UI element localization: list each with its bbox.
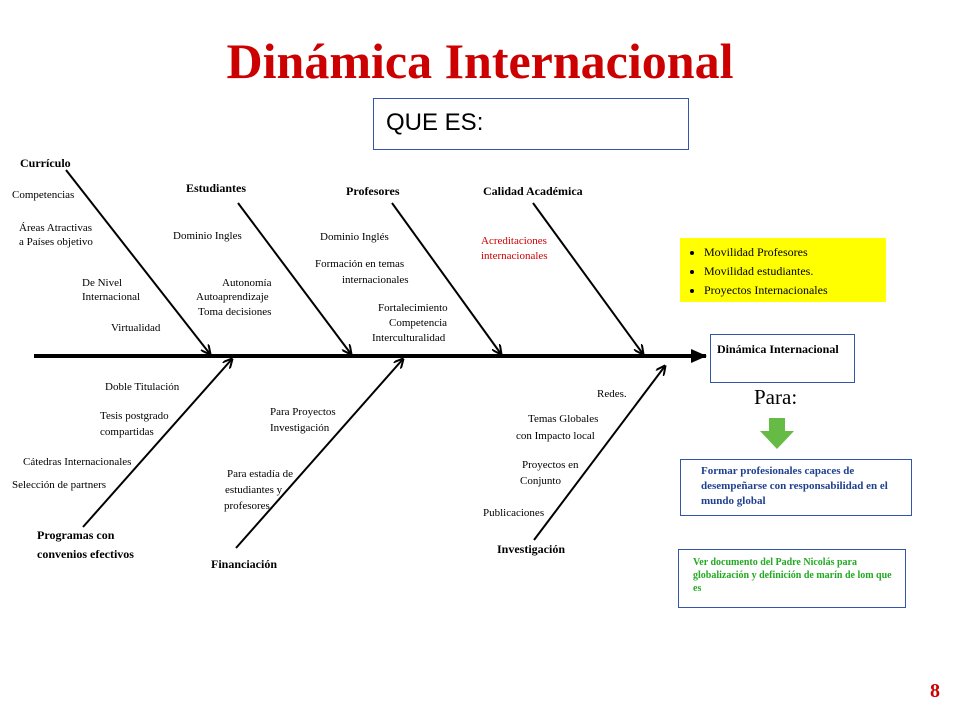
item-fortalecimiento: Fortalecimiento	[378, 302, 448, 314]
item-competencias: Competencias	[12, 189, 75, 201]
para-label: Para:	[754, 385, 798, 409]
item-temas-1: Temas Globales	[528, 413, 599, 425]
item-proyectos-conjunto-1: Proyectos en	[522, 459, 579, 471]
bone-investigacion	[533, 366, 665, 541]
ver-documento-box: Ver documento del Padre Nicolás para glo…	[678, 549, 906, 608]
item-formacion-2: internacionales	[342, 274, 409, 286]
category-curriculo: Currículo	[20, 156, 71, 170]
movilidad-item: Proyectos Internacionales	[704, 281, 882, 300]
item-tesis-1: Tesis postgrado	[100, 410, 169, 422]
bone-profesores	[391, 202, 501, 354]
item-nivel-1: De Nivel	[82, 277, 123, 289]
item-nivel-2: Internacional	[82, 291, 141, 303]
bone-financiacion	[235, 359, 403, 549]
item-formacion-1: Formación en temas	[315, 258, 405, 270]
category-programas-2: convenios efectivos	[37, 547, 134, 561]
bone-estudiantes	[237, 202, 351, 354]
item-proyectos-1: Para Proyectos	[270, 406, 336, 418]
item-acreditaciones-1: Acreditaciones	[481, 235, 547, 247]
bone-calidad	[532, 202, 643, 354]
category-profesores: Profesores	[346, 184, 400, 198]
item-autonomia: Autonomía	[222, 277, 272, 289]
item-areas-2: a Países objetivo	[19, 236, 93, 248]
item-virtualidad: Virtualidad	[111, 322, 161, 334]
page-number: 8	[930, 680, 940, 702]
item-doble-titulacion: Doble Titulación	[105, 381, 180, 393]
category-estudiantes: Estudiantes	[186, 181, 247, 195]
category-calidad: Calidad Académica	[483, 184, 583, 198]
item-acreditaciones-2: internacionales	[481, 250, 548, 262]
item-autoaprendizaje: Autoaprendizaje	[196, 291, 269, 303]
item-proyectos-conjunto-2: Conjunto	[520, 475, 561, 487]
que-es-box: QUE ES:	[373, 98, 689, 150]
item-tesis-2: compartidas	[100, 426, 154, 438]
formar-box: Formar profesionales capaces de desempeñ…	[680, 459, 912, 516]
item-proyectos-2: Investigación	[270, 422, 330, 434]
effect-box: Dinámica Internacional	[710, 334, 855, 383]
category-investigacion: Investigación	[497, 542, 566, 556]
movilidad-item: Movilidad estudiantes.	[704, 262, 882, 281]
bone-curriculo	[65, 169, 210, 354]
movilidad-box: Movilidad Profesores Movilidad estudiant…	[680, 238, 886, 302]
item-interculturalidad: Interculturalidad	[372, 332, 446, 344]
category-financiacion: Financiación	[211, 557, 278, 571]
item-estadia-3: profesores	[224, 500, 270, 512]
movilidad-item: Movilidad Profesores	[704, 243, 882, 262]
item-areas-1: Áreas Atractivas	[19, 222, 92, 234]
item-competencia: Competencia	[389, 317, 448, 329]
item-dominio-ingles-prof: Dominio Inglés	[320, 231, 389, 243]
category-programas-1: Programas con	[37, 528, 115, 542]
item-estadia-2: estudiantes y	[225, 484, 283, 496]
down-arrow-icon	[760, 418, 794, 449]
bone-programas	[82, 359, 232, 528]
item-catedras: Cátedras Internacionales	[23, 456, 132, 468]
page-title: Dinámica Internacional	[226, 33, 734, 89]
item-redes: Redes.	[597, 388, 627, 400]
item-dominio-ingles: Dominio Ingles	[173, 230, 242, 242]
item-publicaciones: Publicaciones	[483, 507, 545, 519]
item-toma-decisiones: Toma decisiones	[198, 306, 272, 318]
item-seleccion: Selección de partners	[12, 479, 107, 491]
item-estadia-1: Para estadía de	[227, 468, 293, 480]
item-temas-2: con Impacto local	[516, 430, 595, 442]
